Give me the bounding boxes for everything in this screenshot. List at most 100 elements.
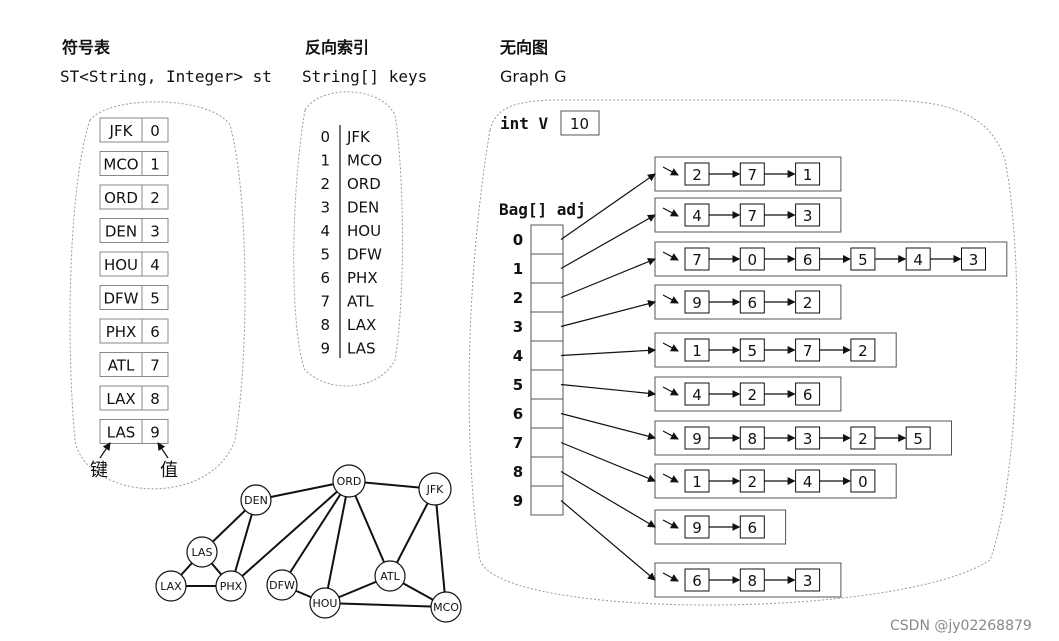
adj-node-value: 1: [803, 166, 813, 184]
adj-node-value: 2: [692, 166, 702, 184]
network-edge: [348, 480, 391, 577]
adj-node-value: 9: [692, 519, 702, 537]
network-edge: [324, 602, 447, 608]
adj-pointer-arrow: [560, 470, 656, 528]
adj-index: 8: [513, 463, 523, 481]
network-node-label: JFK: [426, 483, 445, 496]
key-text: DFW: [347, 246, 382, 264]
key-text: JFK: [109, 122, 134, 140]
index-text: 7: [320, 293, 330, 311]
adj-pointer-arrow: [560, 173, 656, 240]
adj-node-value: 2: [803, 294, 813, 312]
key-text: HOU: [347, 222, 381, 240]
adj-node-value: 1: [692, 473, 702, 491]
symbol-table-declaration: ST<String, Integer> st: [60, 67, 272, 86]
adj-node-box: [795, 203, 821, 227]
value-text: 4: [150, 256, 160, 274]
head-arrow: [662, 430, 679, 440]
key-text: MCO: [347, 152, 382, 170]
network-node: [240, 484, 272, 516]
network-node-label: LAX: [160, 580, 182, 593]
network-edge: [230, 480, 350, 587]
value-cell: [141, 117, 169, 143]
value-cell: [141, 218, 169, 243]
watermark: CSDN @jy02268879: [890, 618, 1032, 634]
head-arrow: [662, 166, 679, 176]
value-label-arrow: [157, 442, 169, 459]
adj-node-box: [850, 469, 876, 493]
key-text: ORD: [104, 189, 138, 207]
adj-node-value: 6: [748, 294, 758, 312]
value-text: 2: [150, 189, 160, 207]
adj-node-value: 4: [692, 207, 702, 225]
key-cell: [99, 352, 143, 377]
network-node: [186, 536, 218, 568]
network-node-label: DEN: [244, 494, 268, 507]
value-text: 9: [150, 424, 160, 442]
adj-node-value: 0: [858, 473, 868, 491]
index-text: 5: [320, 246, 330, 264]
symbol-table-enclosure: [69, 101, 246, 490]
inverted-index-row: 7 ATL: [320, 293, 374, 311]
value-text: 8: [150, 390, 160, 408]
adj-index: 2: [513, 289, 523, 307]
adj-index: 0: [513, 231, 523, 249]
network-edge: [434, 488, 447, 608]
adj-pointer-arrow: [560, 412, 656, 441]
value-text: 1: [150, 156, 160, 174]
adj-pointer-arrow: [560, 257, 656, 299]
network-node-label: MCO: [433, 601, 459, 614]
adj-node-value: 5: [858, 251, 868, 269]
adj-index: 4: [513, 347, 523, 365]
network-node-label: ORD: [337, 475, 362, 488]
inverted-index-declaration: String[] keys: [302, 67, 427, 86]
adj-node-value: 8: [748, 572, 758, 590]
adj-node-box: [795, 290, 821, 314]
adj-node-value: 6: [748, 519, 758, 537]
value-text: 0: [150, 122, 160, 140]
adj-list: 9 6 2: [560, 284, 842, 328]
key-text: DEN: [105, 223, 137, 241]
adj-index: 1: [513, 260, 523, 278]
key-cell: [99, 251, 143, 277]
key-cell: [99, 151, 143, 176]
adj-node-value: 9: [692, 294, 702, 312]
adj-cell: [530, 398, 564, 429]
value-label: 值: [160, 460, 178, 481]
key-text: PHX: [347, 269, 378, 287]
adj-node-value: 6: [803, 251, 813, 269]
network-node: [418, 472, 452, 506]
key-text: LAS: [107, 424, 135, 442]
graph-title: 无向图: [499, 38, 548, 57]
adj-index: 3: [513, 318, 523, 336]
key-cell: [99, 385, 143, 411]
adj-pointer-arrow: [560, 214, 656, 270]
value-text: 5: [150, 290, 160, 308]
adj-node-box: [795, 382, 821, 406]
adj-node-value: 7: [748, 166, 758, 184]
key-label: 键: [90, 460, 108, 481]
adj-cell: [530, 485, 564, 516]
adj-cell: [530, 224, 564, 255]
adj-node-box: [850, 338, 876, 362]
key-text: ATL: [347, 293, 374, 311]
adj-node-value: 3: [803, 430, 813, 448]
network-node: [266, 569, 298, 601]
inverted-index-row: 5 DFW: [320, 246, 382, 264]
key-cell: [99, 285, 143, 310]
head-arrow: [662, 342, 679, 352]
adj-node-value: 5: [748, 342, 758, 360]
index-text: 8: [320, 316, 330, 334]
index-text: 9: [320, 340, 330, 358]
adj-pointer-arrow: [560, 299, 656, 328]
